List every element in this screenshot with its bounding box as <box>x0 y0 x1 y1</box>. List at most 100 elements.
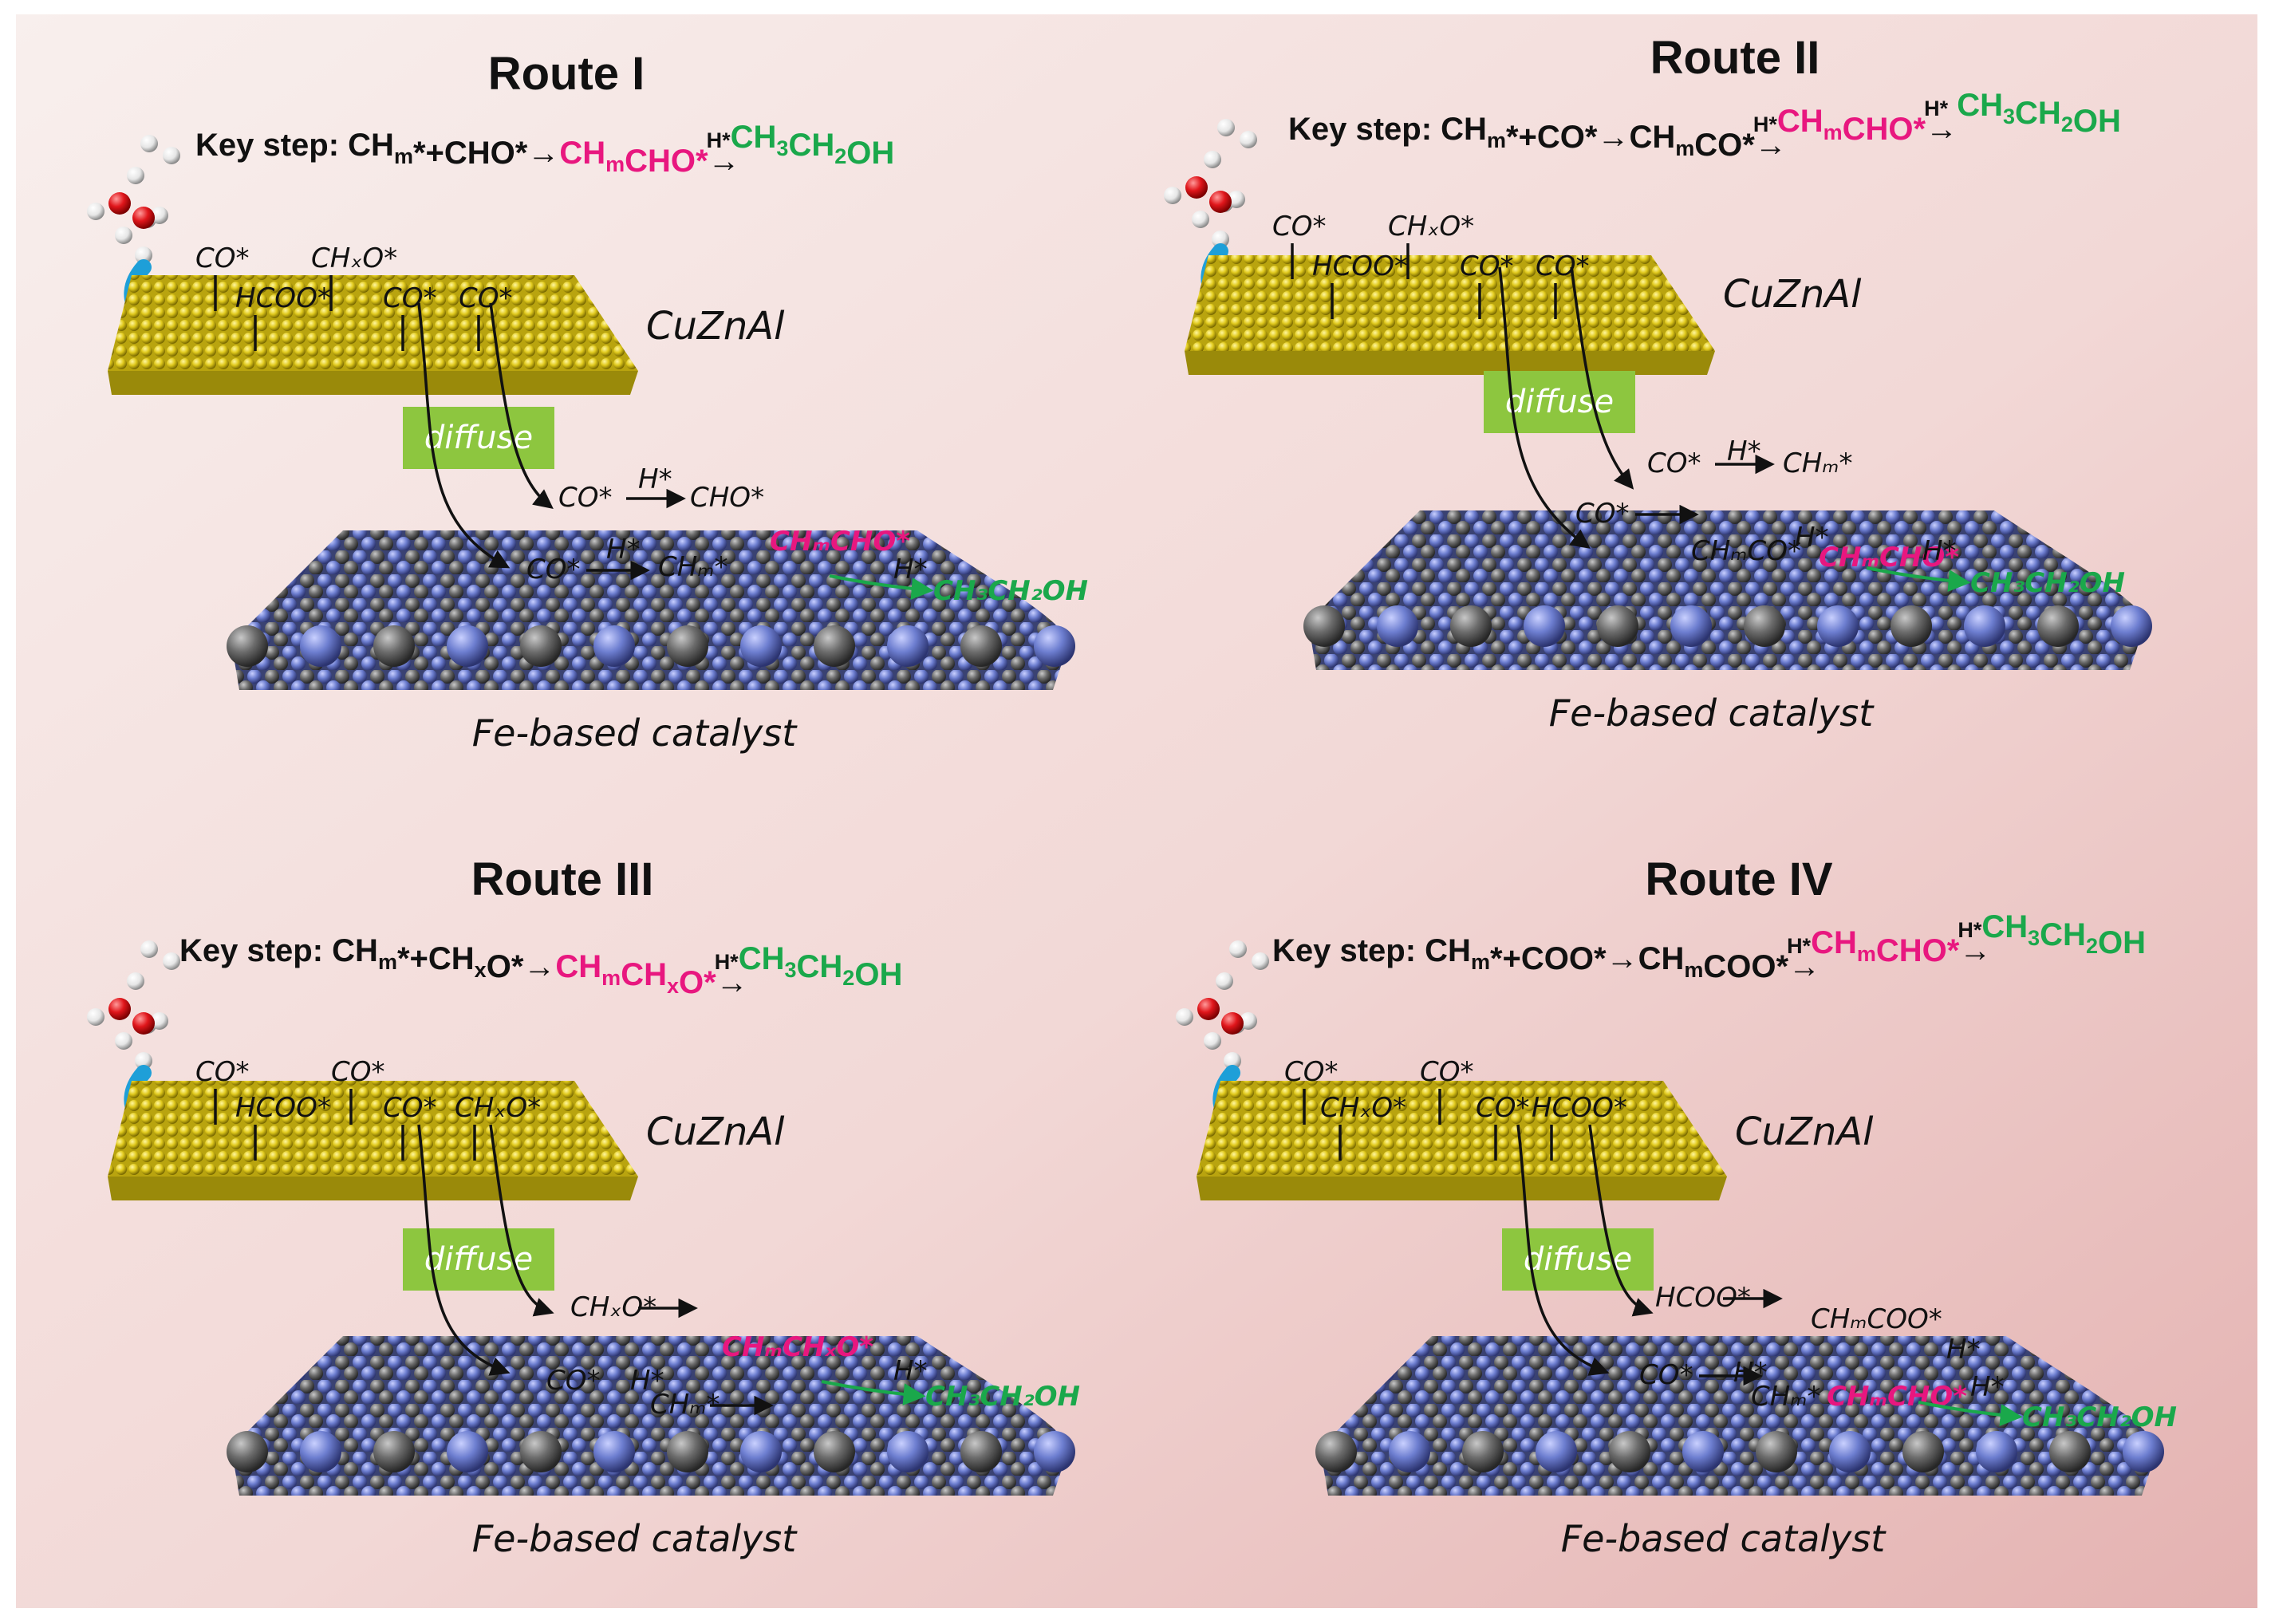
fe-catalyst-label: Fe-based catalyst <box>472 711 798 755</box>
cuznal-label: CuZnAl <box>1723 272 1862 317</box>
cuznal-adsorbate-label: CO* <box>331 1056 385 1088</box>
cuznal-adsorbate-label: CO* <box>459 282 513 314</box>
route-title: Route I <box>488 48 645 100</box>
cuznal-adsorbate-label: CO* <box>1476 1092 1530 1124</box>
diffuse-arrow <box>1516 1124 1610 1376</box>
water-molecules <box>1164 119 1257 248</box>
cuznal-slab <box>108 1081 638 1200</box>
cuznal-slab <box>1197 1081 1727 1200</box>
diffuse-arrow <box>1498 266 1591 549</box>
route-panel-3: Route III Key step: CHm*+CHxO*→CHmCHxO*→H… <box>87 853 1080 1560</box>
fe-adsorbate-label: CH₃CH₂OH <box>2022 1401 2177 1433</box>
cuznal-adsorbate-label: CHₓO* <box>455 1092 541 1124</box>
diffuse-box: diffuse <box>1502 1228 1654 1291</box>
cuznal-adsorbate-label: CO* <box>195 1056 250 1088</box>
fe-adsorbate-label: H* <box>638 463 672 495</box>
fe-adsorbate-label: CO* <box>1647 447 1701 479</box>
cuznal-adsorbate-label: HCOO* <box>1532 1092 1627 1124</box>
product-arrow <box>829 574 934 601</box>
fe-adsorbate-label: CH₃CH₂OH <box>933 575 1088 607</box>
cuznal-slab <box>1185 255 1715 375</box>
fe-adsorbate-label: H* <box>606 534 641 566</box>
fe-adsorbate-label: CHₘCHₓO* <box>722 1331 873 1363</box>
fe-catalyst-slab <box>227 1336 1075 1496</box>
diffuse-arrow <box>417 1124 511 1376</box>
cuznal-adsorbate-label: CHₓO* <box>1320 1092 1406 1124</box>
fe-adsorbate-label: H* <box>630 1365 664 1397</box>
fe-adsorbate-label: CHₘ* <box>650 1389 720 1421</box>
fe-adsorbate-label: CHₘCOO* <box>1811 1303 1942 1335</box>
fe-adsorbate-label: CH₃CH₂OH <box>1970 567 2125 599</box>
route-title: Route III <box>471 853 654 905</box>
product-arrow <box>821 1380 926 1406</box>
cuznal-adsorbate-label: CO* <box>1420 1056 1474 1088</box>
fe-adsorbate-label: H* <box>1946 1334 1981 1366</box>
fe-adsorbate-label: CO* <box>558 482 613 514</box>
route-panel-1: Route I Key step: CHm*+CHO*→CHmCHO*→H*CH3… <box>87 48 1088 755</box>
cuznal-label: CuZnAl <box>1735 1110 1874 1154</box>
diffuse-label: diffuse <box>424 1241 533 1278</box>
fe-catalyst-label: Fe-based catalyst <box>472 1517 798 1560</box>
diffuse-box: diffuse <box>403 1228 554 1291</box>
diffuse-box: diffuse <box>403 407 554 469</box>
fe-catalyst-slab <box>1303 510 2152 670</box>
cuznal-adsorbate-label: CO* <box>1536 250 1590 282</box>
fe-adsorbate-label: CHₘ* <box>1751 1381 1821 1413</box>
fe-adsorbate-label: CHₘCHO* <box>1819 542 1959 574</box>
route-title: Route IV <box>1645 853 1833 905</box>
cuznal-label: CuZnAl <box>646 1110 785 1154</box>
fe-catalyst-label: Fe-based catalyst <box>1561 1517 1887 1560</box>
fe-adsorbate-label: H* <box>893 1355 928 1387</box>
water-molecules <box>87 940 180 1070</box>
key-step-equation: Key step: CHm*+CHO*→CHmCHO*→H*CH3CH2OH <box>195 120 894 179</box>
cuznal-adsorbate-label: CO* <box>195 242 250 274</box>
diffuse-arrow <box>1588 1124 1654 1317</box>
cuznal-adsorbate-label: HCOO* <box>1312 250 1408 282</box>
fe-adsorbate-label: H* <box>893 554 928 585</box>
fe-adsorbate-label: CO* <box>1575 498 1630 530</box>
fe-adsorbate-label: CHₘCO* <box>1691 535 1801 567</box>
cuznal-label: CuZnAl <box>646 304 785 349</box>
cuznal-slab <box>108 275 638 395</box>
diffuse-arrow <box>1570 266 1634 490</box>
key-step-equation: Key step: CHm*+CO*→CHmCO*→H*CHmCHO*→H* C… <box>1288 88 2121 163</box>
key-step-equation: Key step: CHm*+CHxO*→CHmCHxO*→H*CH3CH2OH <box>179 933 902 1000</box>
water-molecules <box>87 135 180 264</box>
cuznal-adsorbate-label: CHₓO* <box>311 242 397 274</box>
cuznal-adsorbate-label: CO* <box>1460 250 1514 282</box>
cuznal-adsorbate-label: HCOO* <box>235 282 331 314</box>
fe-adsorbate-label: CHO* <box>690 482 764 514</box>
fe-adsorbate-label: CO* <box>526 554 581 585</box>
key-step-equation: Key step: CHm*+COO*→CHmCOO*→H*CHmCHO*→H*… <box>1272 909 2146 984</box>
cuznal-adsorbate-label: CO* <box>383 282 437 314</box>
diffuse-arrow <box>489 302 554 510</box>
fe-adsorbate-label: CHₘCHO* <box>770 526 910 558</box>
diffuse-arrow <box>489 1124 554 1317</box>
cuznal-adsorbate-label: CO* <box>1284 1056 1339 1088</box>
fe-catalyst-label: Fe-based catalyst <box>1549 692 1875 735</box>
cuznal-adsorbate-label: CO* <box>383 1092 437 1124</box>
cuznal-adsorbate-label: CO* <box>1272 211 1327 242</box>
route-title: Route II <box>1650 32 1820 84</box>
fe-adsorbate-label: H* <box>1795 522 1829 554</box>
water-molecules <box>1176 940 1269 1070</box>
fe-adsorbate-label: CHₘ* <box>1783 447 1853 479</box>
fe-adsorbate-label: H* <box>1727 436 1761 467</box>
fe-adsorbate-label: CHₘ* <box>658 551 728 583</box>
product-arrow <box>1866 566 1971 593</box>
diffuse-arrow <box>417 302 511 569</box>
fe-catalyst-slab <box>227 530 1075 690</box>
fe-adsorbate-label: H* <box>1970 1371 2005 1403</box>
cuznal-adsorbate-label: CHₓO* <box>1388 211 1474 242</box>
fe-adsorbate-label: CO* <box>546 1365 601 1397</box>
diffuse-box: diffuse <box>1484 371 1635 433</box>
fe-adsorbate-label: CO* <box>1639 1359 1693 1391</box>
fe-catalyst-slab <box>1315 1336 2164 1496</box>
fe-adsorbate-label: CH₃CH₂OH <box>925 1381 1080 1413</box>
diffuse-label: diffuse <box>1524 1241 1632 1278</box>
product-arrow <box>1918 1401 2023 1427</box>
fe-adsorbate-label: H* <box>1922 535 1957 567</box>
